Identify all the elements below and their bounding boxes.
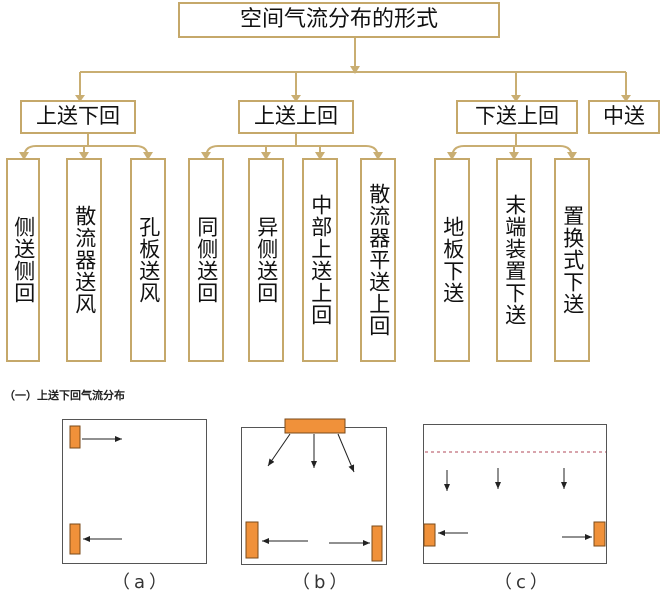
panel-label-b: （b） [292, 572, 352, 593]
root-node: 空间气流分布的形式 [178, 2, 500, 38]
group-node-top-supply-top-return: 上送上回 [238, 100, 354, 134]
group-label: 中送 [603, 104, 645, 129]
leaf-label: 中部上送上回 [308, 194, 333, 326]
diagram-panel-a [62, 419, 207, 564]
leaf-label: 散流器平送上回 [366, 183, 391, 337]
leaf-node: 置换式下送 [554, 158, 590, 362]
leaf-node: 异侧送回 [248, 158, 284, 362]
group-node-middle-supply: 中送 [588, 100, 660, 134]
diagram-panel-c [423, 424, 607, 564]
tree-connectors [19, 38, 631, 160]
leaf-node: 侧送侧回 [6, 158, 40, 362]
leaf-label: 末端装置下送 [502, 194, 527, 326]
leaf-node: 中部上送上回 [302, 158, 338, 362]
group-node-bottom-supply-top-return: 下送上回 [456, 100, 578, 134]
section-caption: （一）上送下回气流分布 [4, 389, 125, 402]
leaf-node: 同侧送回 [188, 158, 224, 362]
panel-label-a: （a） [112, 572, 172, 593]
leaf-label: 异侧送回 [254, 216, 279, 304]
leaf-node: 地板下送 [434, 158, 470, 362]
airflow-hierarchy-tree: 空间气流分布的形式 上送下回 上送上回 下送上回 中送 侧送侧回 散流器送风 孔… [6, 2, 660, 362]
leaf-label: 侧送侧回 [11, 216, 36, 304]
leaf-node: 末端装置下送 [496, 158, 532, 362]
leaf-label: 地板下送 [440, 216, 465, 304]
group-label: 下送上回 [475, 104, 559, 129]
leaf-label: 孔板送风 [136, 216, 161, 304]
leaf-label: 同侧送回 [194, 216, 219, 304]
leaf-node: 孔板送风 [130, 158, 166, 362]
root-label: 空间气流分布的形式 [239, 6, 438, 32]
leaf-label: 散流器送风 [72, 205, 97, 315]
group-label: 上送下回 [36, 104, 120, 129]
diagram-panel-b [241, 427, 387, 565]
leaf-label: 置换式下送 [560, 205, 585, 315]
leaf-node: 散流器平送上回 [360, 158, 396, 362]
leaf-node: 散流器送风 [66, 158, 102, 362]
group-label: 上送上回 [254, 104, 338, 129]
panel-label-c: （c） [494, 572, 552, 593]
group-node-top-supply-bottom-return: 上送下回 [20, 100, 136, 134]
